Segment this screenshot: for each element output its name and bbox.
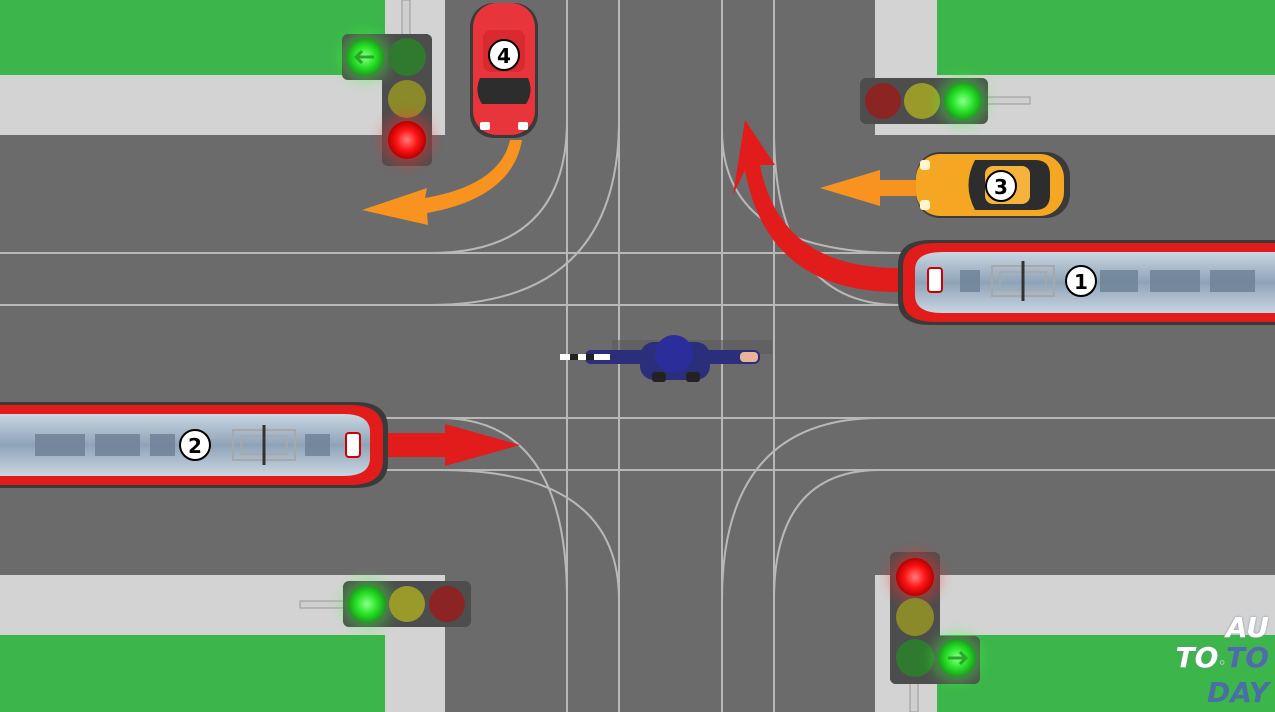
traffic-controller [560,335,772,382]
arrow-tram-2-straight [388,424,520,466]
badge-car-4: 4 [488,39,520,71]
svg-text:3: 3 [994,175,1008,199]
red-light-on [388,121,426,159]
arrow-car-3-straight [820,170,916,206]
traffic-light-top-right [860,75,989,127]
svg-text:2: 2 [188,434,202,458]
traffic-light-bottom-left [341,578,471,630]
corner-top-left [0,0,445,135]
arrow-car-4-left [362,140,522,225]
corner-bottom-left [0,575,445,712]
svg-text:1: 1 [1074,270,1088,294]
badge-car-3: 3 [985,170,1017,202]
yellow-light-off [389,586,425,622]
green-light-off [896,639,934,677]
green-light-on [944,82,982,120]
green-light-on [348,585,386,623]
red-light-on [896,558,934,596]
yellow-light-off [896,598,934,636]
red-light-off [865,83,901,119]
badge-tram-1: 1 [1065,265,1097,297]
watermark-line-3: DAY [1207,676,1269,709]
svg-text:4: 4 [497,44,511,68]
watermark-line-2: TO◦TO [1175,641,1269,674]
traffic-light-top-left [339,31,433,166]
traffic-light-bottom-right [889,551,983,684]
green-light-off [388,38,426,76]
yellow-light-off [388,80,426,118]
badge-tram-2: 2 [179,429,211,461]
red-light-off [429,586,465,622]
arrow-tram-1-turn [733,120,898,292]
watermark-logo: AU TO◦TO DAY [1159,613,1269,708]
yellow-light-off [904,83,940,119]
watermark-line-1: AU [1225,611,1269,644]
